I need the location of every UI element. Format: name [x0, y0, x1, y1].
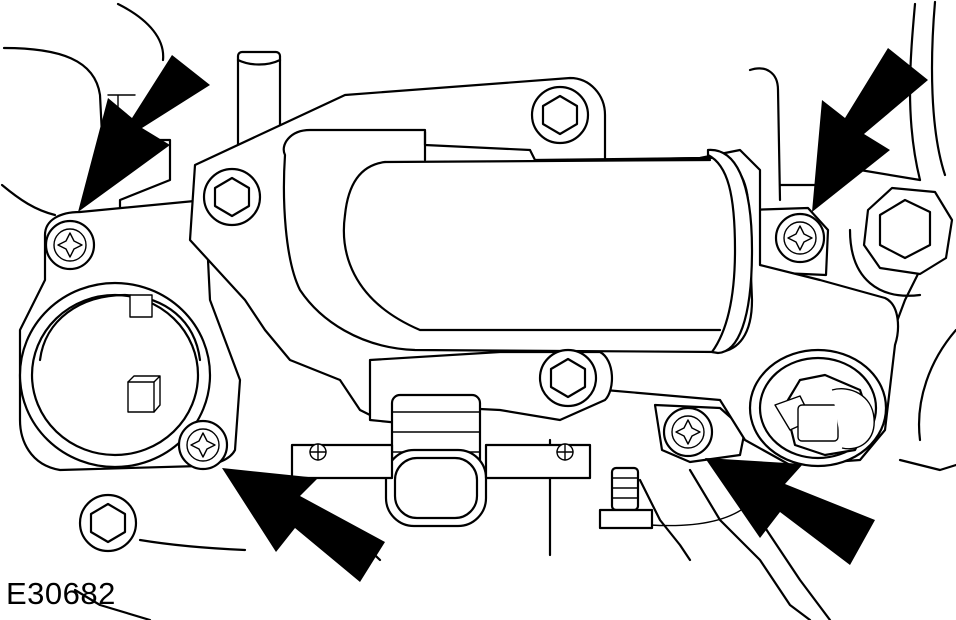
stud: [598, 466, 654, 530]
callout-arrow-icon: [812, 48, 928, 212]
torx-bolt-lower-right: [662, 406, 714, 458]
temperature-sensor: [748, 348, 888, 468]
hex-bolt-upper-left: [202, 167, 262, 227]
hex-bolt-background-right: [848, 186, 954, 297]
callout-arrow-icon: [705, 458, 875, 565]
hex-bolt-upper-right: [530, 85, 590, 145]
torx-bolt-upper-left: [44, 219, 96, 271]
hex-bolt-bottom-left: [78, 493, 138, 553]
torx-bolt-upper-right: [774, 212, 826, 264]
figure-reference-code: E30682: [6, 576, 116, 611]
outlet-pipe: [282, 128, 754, 355]
hex-bolt-lower: [538, 348, 598, 408]
callout-arrow-icon: [78, 55, 210, 212]
bottom-spigot: [384, 393, 488, 528]
mounting-bar: [290, 443, 592, 480]
torx-bolt-lower-left: [177, 419, 229, 471]
callout-arrow-icon: [222, 468, 385, 582]
left-outlet-port: [18, 281, 212, 469]
